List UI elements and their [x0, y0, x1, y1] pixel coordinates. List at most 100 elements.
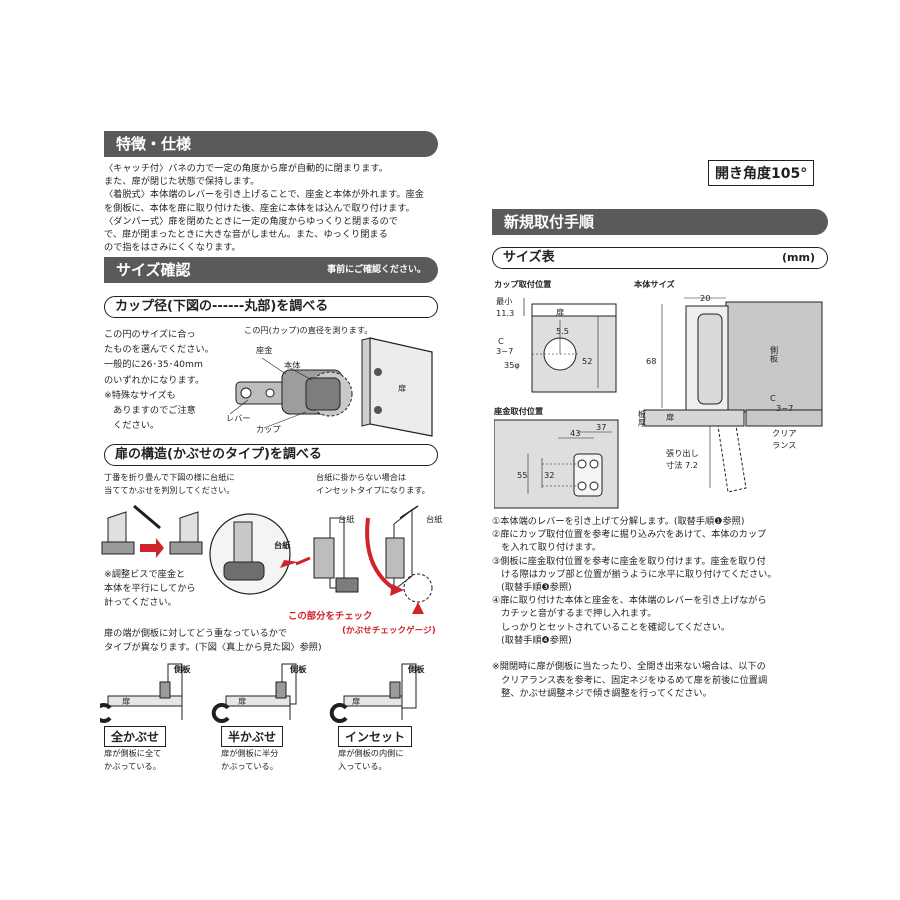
- cup-text-line: ください。: [104, 420, 160, 432]
- install-step-line: ③側板に座金取付位置を参考に座金を取り付けます。座金を取り付: [492, 555, 766, 567]
- overlay-check-gauge: (かぶせチェックゲージ): [342, 626, 436, 636]
- size-table-unit: (mm): [782, 251, 815, 264]
- protrusion-2: 寸法 7.2: [666, 460, 698, 470]
- type-description-line: 入っている。: [338, 761, 387, 771]
- clearance-2: ランス: [772, 440, 797, 450]
- cup-text-line: のいずれかになります。: [104, 374, 205, 386]
- features-line: 〈ダンパー式〉扉を閉めたときに一定の角度からゆっくりと閉まるので: [104, 215, 398, 227]
- cup-diameter-heading: カップ径(下図の------丸部)を調べる: [104, 296, 438, 318]
- install-step-line: ける際はカップ部と位置が揃うように水平に取り付けてください。: [492, 568, 777, 580]
- overlay-types-diagram: [100, 663, 417, 723]
- type1-tobira: 扉: [122, 696, 131, 706]
- daishi-label-3: 台紙: [426, 514, 443, 524]
- adjust-note-line: 計ってください。: [104, 597, 177, 608]
- protrusion-1: 張り出し: [666, 448, 699, 458]
- edge-note-line: 扉の端が側板に対してどう重なっているかで: [104, 628, 288, 639]
- install-step-line: (取替手順❸参照): [492, 582, 572, 593]
- label-tobira: 扉: [398, 383, 407, 393]
- type2-tobira: 扉: [238, 696, 247, 706]
- dim-37: 37: [596, 422, 607, 432]
- install-note-line: 整、かぶせ調整ネジで傾き調整を行ってください。: [492, 688, 712, 700]
- dim-52: 52: [582, 356, 593, 366]
- dim-55: 55: [517, 470, 528, 480]
- opening-angle-badge: 開き角度105°: [708, 160, 815, 186]
- cup-callout: この円(カップ)の直径を測ります。: [244, 325, 373, 335]
- features-header: 特徴・仕様: [104, 131, 438, 157]
- label-cup: カップ: [256, 424, 281, 434]
- install-step-line: カチッと音がするまで押し入れます。: [492, 608, 657, 620]
- size-check-title: サイズ確認: [116, 261, 191, 279]
- features-line: を側板に、本体を扉に取り付けた後、座金に本体をは込んで取り付けます。: [104, 202, 415, 214]
- dim-20: 20: [700, 293, 711, 303]
- cup-text-line: この円のサイズに合っ: [104, 329, 196, 340]
- cup-text-line: 一般的に26･35･40mm: [104, 359, 203, 371]
- daishi-label-1: 台紙: [274, 540, 291, 550]
- door-structure-heading: 扉の構造(かぶせのタイプ)を調べる: [104, 444, 438, 466]
- body-sokuban: 側板: [769, 346, 779, 363]
- daishi-label-2: 台紙: [338, 514, 355, 524]
- cup-text-line: たものを選んでください。: [104, 344, 214, 356]
- type3-tobira: 扉: [352, 696, 361, 706]
- clearance-1: クリア: [772, 428, 797, 438]
- cup-tobira: 扉: [556, 307, 565, 317]
- install-step-line: ②扉にカップ取付位置を参考に掘り込み穴をあけて、本体のカップ: [492, 529, 767, 541]
- dim-68: 68: [646, 356, 657, 366]
- dim-35phi: 35φ: [504, 360, 520, 370]
- plate-position-diagram: [494, 419, 619, 509]
- install-note-line: クリアランス表を参考に、固定ネジをゆるめて扉を前後に位置調: [492, 674, 768, 686]
- features-line: ので指をはさみにくくなります。: [104, 242, 241, 254]
- body-itaatsu: 板厚: [637, 410, 647, 427]
- install-step-line: しっかりとセットされていることを確認してください。: [492, 621, 731, 633]
- body-c: C: [770, 393, 776, 403]
- install-step-line: ④扉に取り付けた本体と座金を、本体端のレバーを引き上げながら: [492, 595, 767, 607]
- install-header: 新規取付手順: [492, 209, 828, 235]
- size-check-note: 事前にご確認ください。: [327, 265, 426, 275]
- type-inset: インセット: [338, 726, 413, 747]
- type-description-line: かぶっている。: [221, 761, 278, 771]
- body-size-title: 本体サイズ: [634, 279, 675, 289]
- cup-text-line: ありますのでご注意: [104, 405, 196, 416]
- type2-sokuban: 側板: [290, 664, 307, 674]
- type-description-line: 扉が側板に半分: [221, 748, 279, 758]
- size-check-header: サイズ確認 事前にご確認ください。: [104, 257, 438, 283]
- type1-sokuban: 側板: [174, 664, 191, 674]
- type-description-line: かぶっている。: [104, 761, 161, 771]
- type-description-line: 扉が側板に全て: [104, 748, 162, 758]
- hinge-illustration: [229, 337, 433, 437]
- body-tobira: 扉: [666, 412, 675, 422]
- adjust-note-line: ※調整ビスで座金と: [104, 569, 186, 580]
- dim-11-3: 11.3: [496, 308, 515, 318]
- body-c37: 3~7: [776, 403, 794, 413]
- label-lever: レバー: [226, 413, 251, 423]
- install-note-line: ※開閉時に扉が側板に当たったり、全開き出来ない場合は、以下の: [492, 661, 766, 672]
- type-half-overlay: 半かぶせ: [221, 726, 284, 747]
- overlay-check-diagram: [101, 504, 433, 614]
- inset-note-line: インセットタイプになります。: [316, 485, 430, 495]
- size-table-heading: サイズ表 (mm): [492, 247, 828, 269]
- check-this-part: この部分をチェック: [288, 611, 373, 622]
- type3-sokuban: 側板: [408, 664, 425, 674]
- label-hontai: 本体: [284, 360, 301, 370]
- body-size-diagram: [643, 297, 823, 493]
- edge-note-line: タイプが異なります。(下図〈真上から見た図〉参照): [104, 642, 322, 653]
- install-step-line: ①本体端のレバーを引き上げて分解します。(取替手順❶参照): [492, 516, 745, 527]
- install-step-line: (取替手順❹参照): [492, 634, 572, 646]
- inset-note-line: 台紙に掛からない場合は: [316, 472, 407, 482]
- features-line: 〈キャッチ付〉バネの力で一定の角度から扉が自動的に閉まります。: [104, 163, 388, 174]
- dim-32: 32: [544, 470, 555, 480]
- label-zagane: 座金: [256, 345, 273, 355]
- dim-5-5: 5.5: [556, 326, 570, 336]
- cup-position-diagram: [523, 298, 617, 393]
- structure-intro-line: 当ててかぶせを判別してください。: [104, 485, 235, 495]
- structure-intro-line: 丁番を折り畳んで下図の様に台紙に: [104, 472, 235, 482]
- dim-min: 最小: [496, 296, 513, 306]
- features-line: で、扉が閉まったときに大きな音がしません。また、ゆっくり閉まる: [104, 229, 388, 240]
- features-line: 〈着脱式〉本体端のレバーを引き上げることで、座金と本体が外れます。座金: [104, 189, 424, 201]
- adjust-note-line: 本体を平行にしてから: [104, 583, 196, 594]
- dim-3-7: 3~7: [496, 346, 514, 356]
- cup-text-line: ※特殊なサイズも: [104, 389, 176, 401]
- type-full-overlay: 全かぶせ: [104, 726, 167, 747]
- dim-c: C: [498, 336, 504, 346]
- type-description-line: 扉が側板の内側に: [338, 748, 404, 758]
- features-line: また、扉が閉じた状態で保持します。: [104, 176, 260, 188]
